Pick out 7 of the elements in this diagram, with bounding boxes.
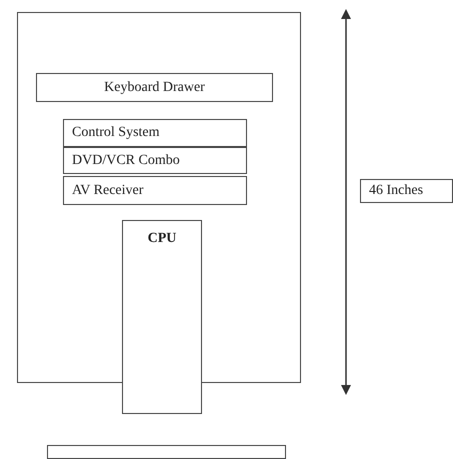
component-box: DVD/VCR Combo (63, 147, 247, 174)
drawer-box: Keyboard Drawer (36, 73, 273, 102)
dimension-label: 46 Inches (360, 179, 453, 203)
cpu-tower: CPU (122, 220, 202, 414)
component-box: Control System (63, 119, 247, 147)
base-box (47, 445, 286, 459)
component-box: AV Receiver (63, 176, 247, 205)
